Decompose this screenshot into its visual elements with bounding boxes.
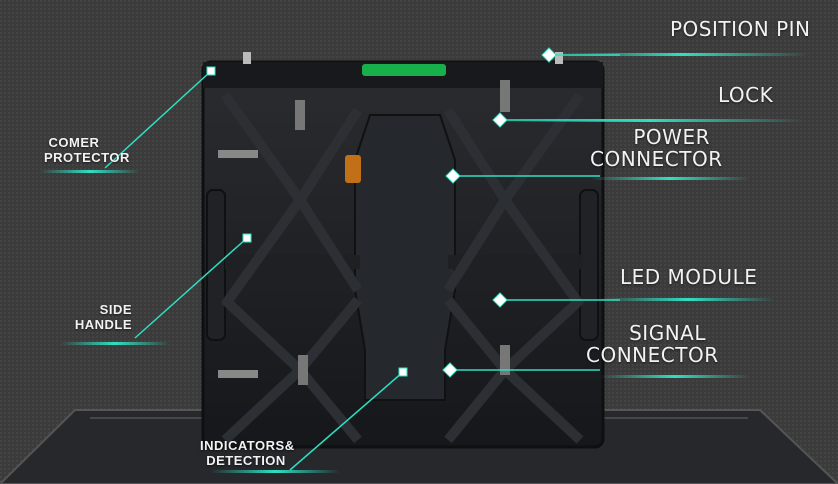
label-position-pin: POSITION PIN — [670, 17, 811, 41]
label-indicators-detection: INDICATORS& DETECTION — [200, 438, 295, 468]
led-module-marker — [492, 292, 508, 308]
label-corner-protector: COMER PROTECTOR — [44, 135, 130, 165]
top-handle-green — [362, 64, 446, 76]
position-pin-marker — [541, 47, 557, 63]
power-connector-marker — [445, 168, 461, 184]
signal-connector-marker — [442, 362, 458, 378]
label-side-handle: SIDE HANDLE — [74, 302, 132, 332]
led-cabinet — [201, 52, 605, 449]
side-handle-marker — [242, 233, 252, 243]
lock-marker — [492, 112, 508, 128]
label-signal-connector: SIGNAL CONNECTOR — [586, 321, 719, 367]
label-led-module: LED MODULE — [620, 265, 758, 289]
label-power-connector: POWER CONNECTOR — [590, 125, 723, 171]
indicators-marker — [398, 367, 408, 377]
label-lock: LOCK — [718, 83, 774, 107]
corner-protector-marker — [206, 66, 216, 76]
